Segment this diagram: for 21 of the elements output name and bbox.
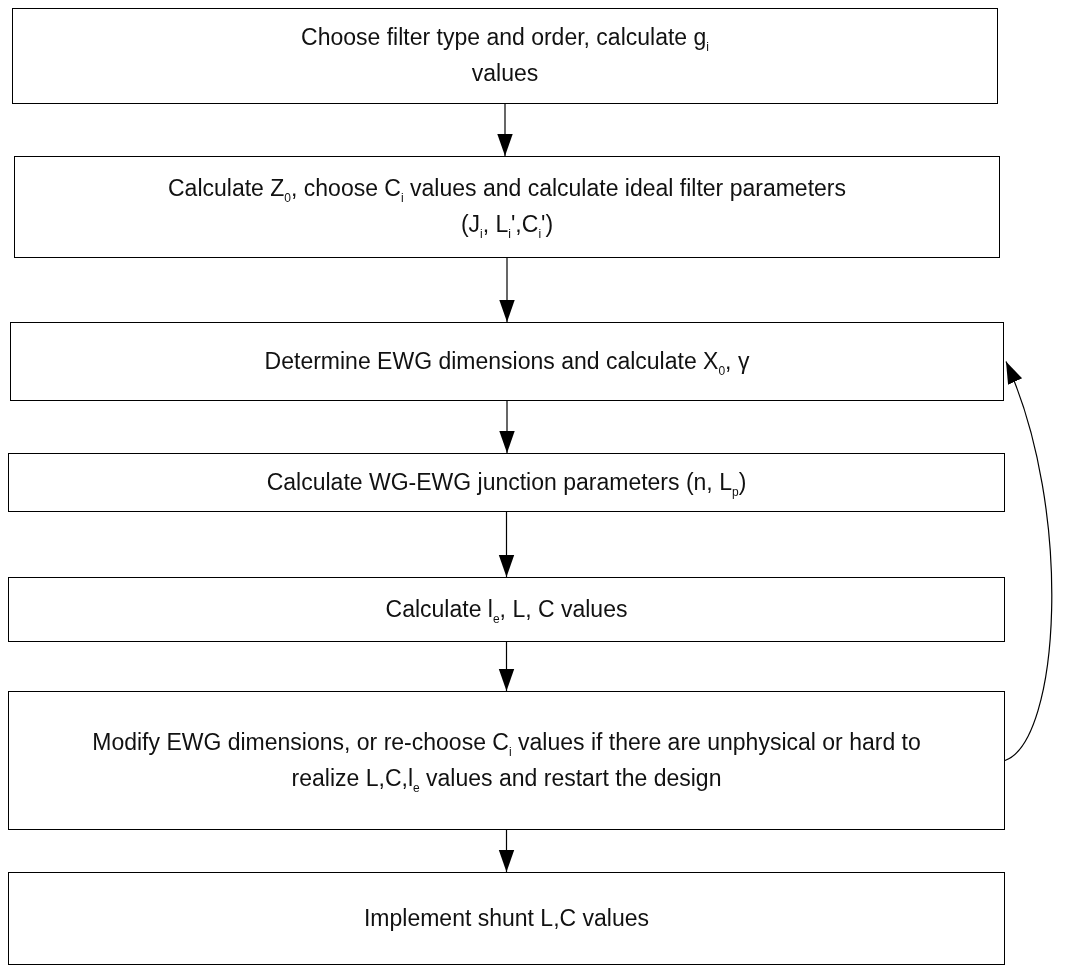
step-text: Calculate WG-EWG junction parameters (n, L$_{p}$) xyxy=(266,467,747,501)
process-box xyxy=(8,872,1005,965)
arrow xyxy=(497,103,513,157)
process-box xyxy=(12,8,998,104)
process-box xyxy=(8,577,1005,642)
process-box xyxy=(8,691,1005,830)
arrow xyxy=(499,400,515,454)
step-text: Calculate Z$_{0}$, choose C$_{i}$ values and calculate ideal filter parameters (J$_{i}$, L$_{i}$',C$_{i}$') xyxy=(167,174,847,243)
arrow xyxy=(498,511,515,578)
process-box xyxy=(10,322,1004,401)
arrow xyxy=(1004,360,1053,762)
step-text: Determine EWG dimensions and calculate X$_{0}$, γ xyxy=(264,346,750,380)
step-text: Choose filter type and order, calculate g$_{i}$ values xyxy=(300,23,710,88)
process-box xyxy=(14,156,1000,258)
arrow xyxy=(499,257,515,323)
step-text: Calculate l$_{e}$, L, C values xyxy=(385,594,628,628)
step-text: Implement shunt L,C values xyxy=(363,903,650,933)
arrow xyxy=(498,829,515,873)
arrow xyxy=(498,641,515,692)
step-text: Modify EWG dimensions, or re-choose C$_{i}$ values if there are unphysical or hard to realize L,C,l$_{e}$ values and restart the design xyxy=(91,727,922,797)
process-box xyxy=(8,453,1005,512)
